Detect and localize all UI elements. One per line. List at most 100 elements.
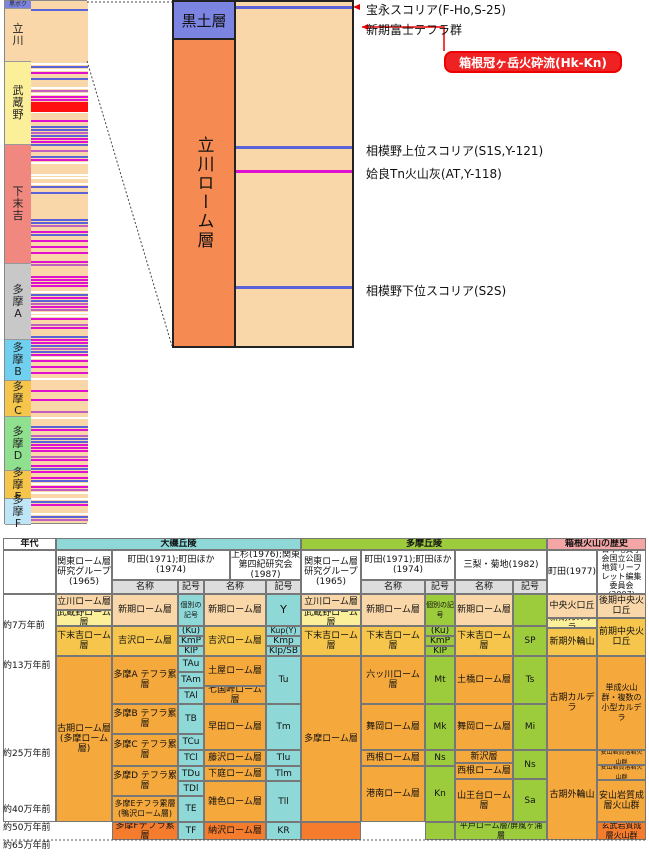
oiso-tama-e: 多摩Eテフラ累層(鴨沢ローム層) <box>112 796 178 822</box>
tephra-stripe <box>31 111 88 113</box>
kuroboku-layer: 黒土層 <box>174 2 236 40</box>
s1s-line <box>236 146 352 149</box>
mitsu-sym-4: Sa <box>513 779 547 822</box>
tephra-stripe <box>31 465 88 467</box>
tephra-stripe <box>31 357 88 359</box>
oiso-sym-10: TDu <box>178 766 204 781</box>
hdr-symbol3: 記号 <box>425 580 455 594</box>
oiso-kanto-koki: 古期ローム層(多摩ローム層) <box>56 656 112 822</box>
age-lines <box>3 839 646 841</box>
tephra-stripe <box>31 504 88 506</box>
tephra-stripe <box>31 219 88 221</box>
tephra-stripe <box>31 72 88 74</box>
oiso-sym-9: TCl <box>178 750 204 766</box>
n07-4: 安山岩質溶岩火山群 <box>597 765 646 780</box>
uesugi-0: 新期ローム層 <box>204 594 266 626</box>
tephra-stripe <box>31 234 88 236</box>
tephra-stripe <box>31 276 88 278</box>
tephra-stripe <box>31 438 88 440</box>
mitsu-name-4: 新沢層 <box>455 750 513 763</box>
era-tama-e: 多摩E <box>5 466 31 502</box>
oiso-sym-3: KlP <box>178 646 204 656</box>
tephra-stripe <box>31 291 88 293</box>
tephra-stripe <box>31 459 88 461</box>
tephra-stripe <box>31 294 88 296</box>
tephra-stripe <box>31 336 88 338</box>
label-shinki: 新期富士テフラ群 <box>366 23 463 37</box>
tephra-stripe <box>31 315 88 317</box>
mitsu-sym-0: SP <box>513 626 547 656</box>
tama-kanto-3: 多摩ローム層 <box>301 656 361 822</box>
tephra-stripe <box>31 69 88 71</box>
age-25: 約25万年前 <box>3 749 51 759</box>
era-tama-f: 多摩F <box>5 493 31 529</box>
oiso-kanto-musashino: 武蔵野ローム層 <box>56 610 112 626</box>
hdr-symbol: 記号 <box>178 580 204 594</box>
tama-sym-7: Kn <box>425 766 455 822</box>
tephra-stripe <box>31 141 88 143</box>
tama-sym-6: Ns <box>425 750 455 766</box>
tephra-stripe <box>31 354 88 356</box>
era-col <box>3 594 56 822</box>
mitsu-name-2: 土橋ローム層 <box>455 656 513 704</box>
tephra-stripe <box>31 345 88 347</box>
tama-kanto-0: 立川ローム層 <box>301 594 361 610</box>
mitsu-name-1: 下末吉ローム層 <box>455 626 513 656</box>
hdr-machida77: 町田(1977) <box>547 550 597 594</box>
era-musashino: 武蔵野 <box>5 62 31 145</box>
tephra-stripes <box>31 1 88 523</box>
tephra-stripe <box>31 63 88 65</box>
tephra-stripe <box>31 222 88 224</box>
tephra-stripe <box>31 411 88 413</box>
tephra-stripe <box>31 264 88 266</box>
tephra-stripe <box>31 339 88 341</box>
oiso-kanto-shimo: 下末吉ローム層 <box>56 626 112 656</box>
oiso-sym-7: TB <box>178 704 204 734</box>
tama-name-3: 舞岡ローム層 <box>361 704 425 750</box>
uesugi-1: 吉沢ローム層 <box>204 626 266 656</box>
tephra-stripe <box>31 450 88 452</box>
oiso-tama-b: 多摩B テフラ累層 <box>112 704 178 734</box>
tephra-stripe <box>31 297 88 299</box>
tephra-stripe <box>31 468 88 470</box>
m77-1: 新期カルデラ <box>547 618 597 628</box>
oiso-kanto-tachikawa: 立川ローム層 <box>56 594 112 610</box>
m77-0: 中央火口丘 <box>547 594 597 618</box>
tephra-stripe <box>31 261 88 263</box>
tephra-stripe-blue <box>31 9 88 11</box>
tama-name-5: 港南ローム層 <box>361 766 425 822</box>
label-at: 姶良Tn火山灰(AT,Y-118) <box>366 167 502 181</box>
label-s2s: 相模野下位スコリア(S2S) <box>366 284 507 298</box>
oiso-sym-8: TCu <box>178 734 204 750</box>
tephra-stripe <box>31 441 88 443</box>
uesugi-sym-0: Y <box>266 594 301 626</box>
uesugi-sym-3: Klp/SB <box>266 646 301 656</box>
tephra-stripe <box>31 429 88 431</box>
uesugi-sym-7: Tlm <box>266 766 301 781</box>
tephra-stripe <box>31 471 88 473</box>
tephra-stripe <box>31 324 88 326</box>
label-s1s: 相模野上位スコリア(S1S,Y-121) <box>366 144 544 158</box>
oiso-shinki: 新期ローム層 <box>112 594 178 626</box>
uesugi-4: 早田ローム層 <box>204 704 266 750</box>
tephra-stripe <box>31 192 88 194</box>
uesugi-sym-5: Tm <box>266 704 301 750</box>
tama-sym-3: KlP <box>425 646 455 656</box>
label-hk: 箱根冠ヶ岳火砕流(Hk-Kn) <box>444 51 622 73</box>
hdr-name: 名称 <box>112 580 178 594</box>
tephra-stripe <box>31 417 88 419</box>
tephra-stripe <box>31 306 88 308</box>
correlation-table: 年代 大磯丘陵 多摩丘陵 箱根火山の歴史 関東ローム層研究グループ(1965) … <box>3 538 646 852</box>
tephra-stripe <box>31 348 88 350</box>
tephra-stripe <box>31 246 88 248</box>
stratigraphic-column: 黒ボク 立川 武蔵野 下末吉 多摩A 多摩B 多摩C 多摩D 多摩E 多摩F <box>4 0 88 529</box>
hdr-hakone: 箱根火山の歴史 <box>547 538 646 550</box>
uesugi-7: 雑色ローム層 <box>204 781 266 822</box>
tephra-stripe <box>31 144 88 146</box>
tephra-stripe <box>31 231 88 233</box>
m77-3: 古期カルデラ <box>547 656 597 750</box>
tama-name-0: 新期ローム層 <box>361 594 425 626</box>
uesugi-3: 七国峠ローム層 <box>204 686 266 704</box>
tephra-stripe <box>31 135 88 137</box>
label-hoei: 宝永スコリア(F-Ho,S-25) <box>366 3 506 17</box>
